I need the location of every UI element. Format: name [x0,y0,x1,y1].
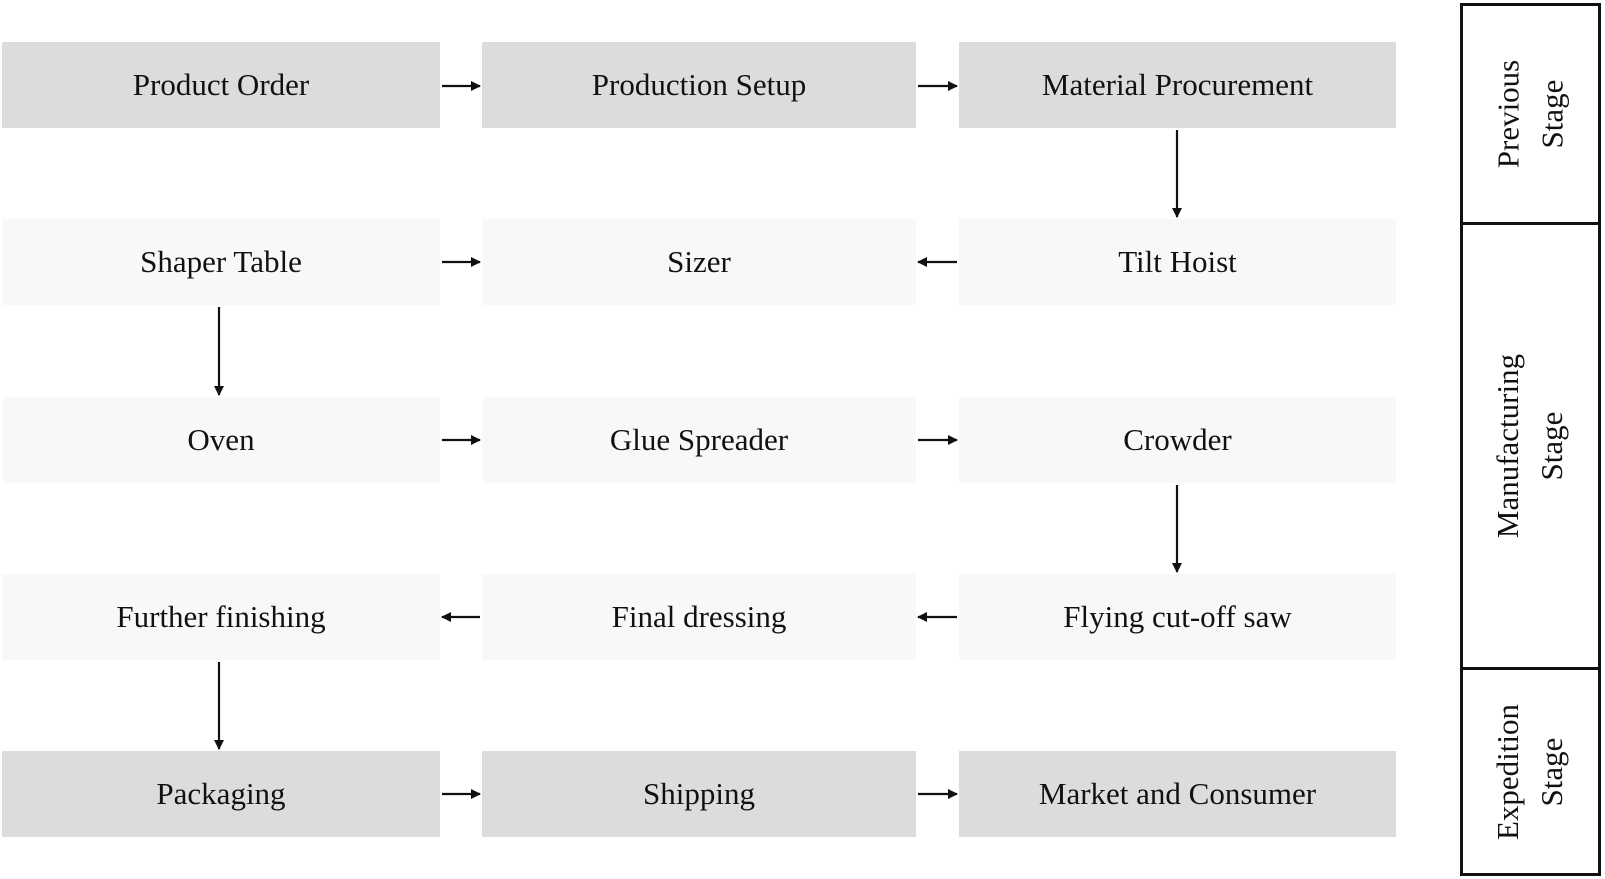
node-oven: Oven [2,397,440,483]
node-further-finishing: Further finishing [2,574,440,660]
node-flying-cut-off-saw: Flying cut-off saw [959,574,1396,660]
node-production-setup: Production Setup [482,42,916,128]
node-sizer: Sizer [482,219,916,305]
stage-previous-line1: Previous [1490,59,1526,169]
node-product-order: Product Order [2,42,440,128]
stage-previous: Previous Stage [1463,6,1598,222]
stage-expedition-label: Expedition Stage [1487,703,1575,839]
node-material-procurement: Material Procurement [959,42,1396,128]
node-glue-spreader: Glue Spreader [482,397,916,483]
stage-manufacturing-line1: Manufacturing [1490,353,1526,539]
node-market-and-consumer: Market and Consumer [959,751,1396,837]
node-tilt-hoist: Tilt Hoist [959,219,1396,305]
stage-manufacturing-label: Manufacturing Stage [1487,354,1575,538]
stage-manufacturing: Manufacturing Stage [1463,222,1598,667]
stage-legend: Previous Stage Manufacturing Stage Exped… [1460,3,1601,876]
stage-previous-label: Previous Stage [1487,60,1575,169]
stage-expedition-line2: Stage [1534,737,1570,806]
stage-manufacturing-line2: Stage [1534,411,1570,481]
node-crowder: Crowder [959,397,1396,483]
stage-expedition-line1: Expedition [1490,703,1526,840]
node-final-dressing: Final dressing [482,574,916,660]
stage-expedition: Expedition Stage [1463,667,1598,873]
node-shipping: Shipping [482,751,916,837]
stage-previous-line2: Stage [1534,79,1570,149]
node-packaging: Packaging [2,751,440,837]
node-shaper-table: Shaper Table [2,219,440,305]
